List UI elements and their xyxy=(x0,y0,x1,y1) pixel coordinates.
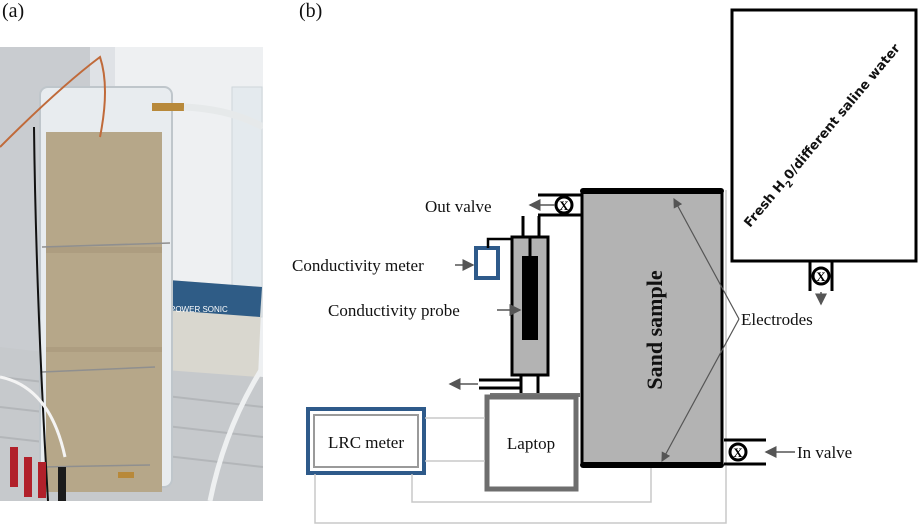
svg-text:X: X xyxy=(559,198,569,213)
svg-text:POWER SONIC: POWER SONIC xyxy=(170,305,228,314)
svg-text:X: X xyxy=(816,269,826,284)
panel-b-label: (b) xyxy=(299,0,323,22)
conductivity-meter xyxy=(474,237,512,280)
wiring xyxy=(314,417,727,524)
in-valve-label: In valve xyxy=(797,443,852,462)
battery: POWER SONIC xyxy=(152,279,262,377)
out-valve-label: Out valve xyxy=(425,197,492,216)
laptop: Laptop xyxy=(484,394,579,492)
top-electrode xyxy=(580,188,724,194)
lrc-meter-label: LRC meter xyxy=(328,433,404,452)
saline-water-reservoir: Fresh H20/different saline water xyxy=(730,8,918,263)
in-valve[interactable]: X xyxy=(724,438,766,466)
laptop-label: Laptop xyxy=(507,434,555,453)
conductivity-meter-label: Conductivity meter xyxy=(292,256,424,275)
svg-text:X: X xyxy=(733,445,743,460)
photo-illustration: POWER SONIC xyxy=(0,47,263,501)
lrc-meter: LRC meter xyxy=(306,407,426,475)
electrodes-label: Electrodes xyxy=(741,310,813,329)
panel-a-label: (a) xyxy=(2,0,25,22)
reservoir-valve[interactable]: X xyxy=(808,262,834,291)
bottom-electrode xyxy=(580,462,724,468)
out-valve[interactable]: X xyxy=(538,193,582,217)
conductivity-probe-label: Conductivity probe xyxy=(328,301,460,320)
sand-sample-label: Sand sample xyxy=(642,270,667,389)
sand-sample-column: Sand sample xyxy=(580,188,724,468)
conductivity-cell xyxy=(479,216,580,397)
conductivity-probe xyxy=(522,256,538,340)
sand-column-photo: POWER SONIC xyxy=(0,47,263,501)
